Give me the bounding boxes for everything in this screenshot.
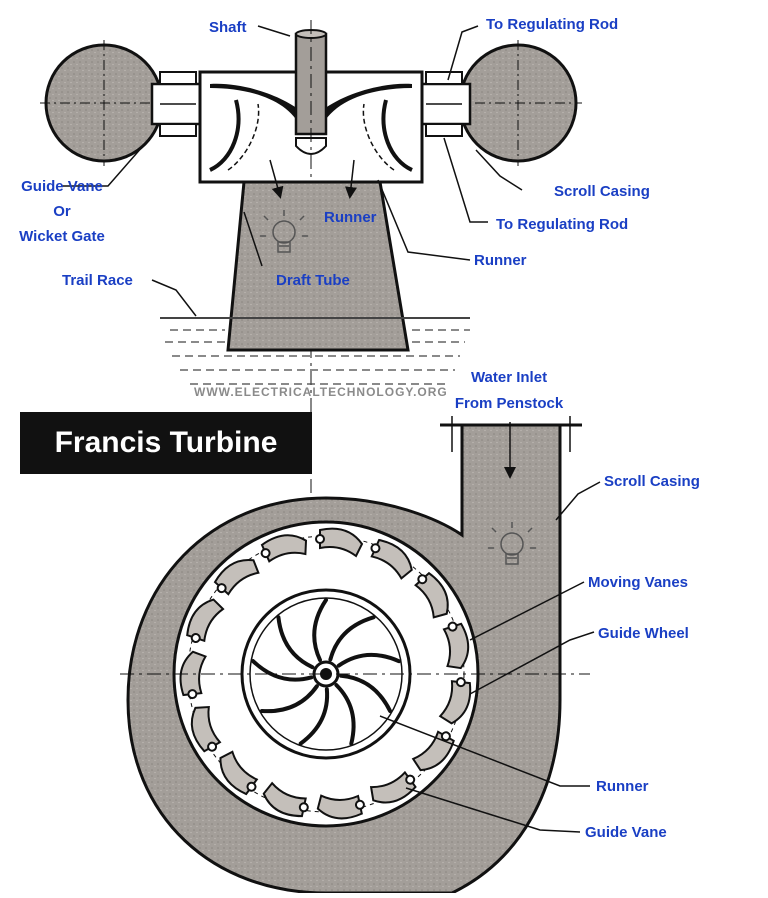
label-runner-inner: Runner [324,209,377,226]
label-runner-right: Runner [474,252,527,269]
label-water-inlet-1: Water Inlet [471,369,547,386]
label-shaft: Shaft [209,19,247,36]
runner-hub [295,137,327,155]
label-scroll-casing-top: Scroll Casing [554,183,650,200]
moving-vanes [251,598,401,746]
label-draft-tube: Draft Tube [276,272,350,289]
page-title: Francis Turbine [54,426,278,459]
watermark: WWW.ELECTRICALTECHNOLOGY.ORG [194,385,448,399]
label-trail-race: Trail Race [62,272,133,289]
side-section-view [40,20,582,893]
tailrace-water [160,317,470,385]
draft-tube [226,180,410,352]
label-regulating-rod-mid: To Regulating Rod [496,216,628,233]
label-guide-wheel: Guide Wheel [598,625,689,642]
label-runner-bottom: Runner [596,778,649,795]
leader-lines-top [62,25,523,317]
label-guide-vane-1: Guide Vane [21,178,103,195]
guide-vane-connector-right [416,71,472,137]
guide-vane-connector-left [150,71,206,137]
runner-blade-right [320,83,412,130]
label-guide-vane-2: Or [53,203,71,220]
plan-view [120,416,601,895]
lightbulb-icon [260,210,308,253]
label-moving-vanes: Moving Vanes [588,574,688,591]
label-guide-vane-bottom: Guide Vane [585,824,667,841]
label-regulating-rod-top: To Regulating Rod [486,16,618,33]
runner-blade-left [210,83,302,130]
lightbulb-icon-bottom [488,522,536,565]
label-guide-vane-3: Wicket Gate [19,228,105,245]
label-scroll-casing-bottom: Scroll Casing [604,473,700,490]
labels: Shaft To Regulating Rod Guide Vane Or Wi… [19,16,700,841]
guide-vanes [179,527,472,820]
leader-lines-bottom [379,481,601,833]
label-water-inlet-2: From Penstock [455,395,564,412]
title-box [20,412,312,474]
